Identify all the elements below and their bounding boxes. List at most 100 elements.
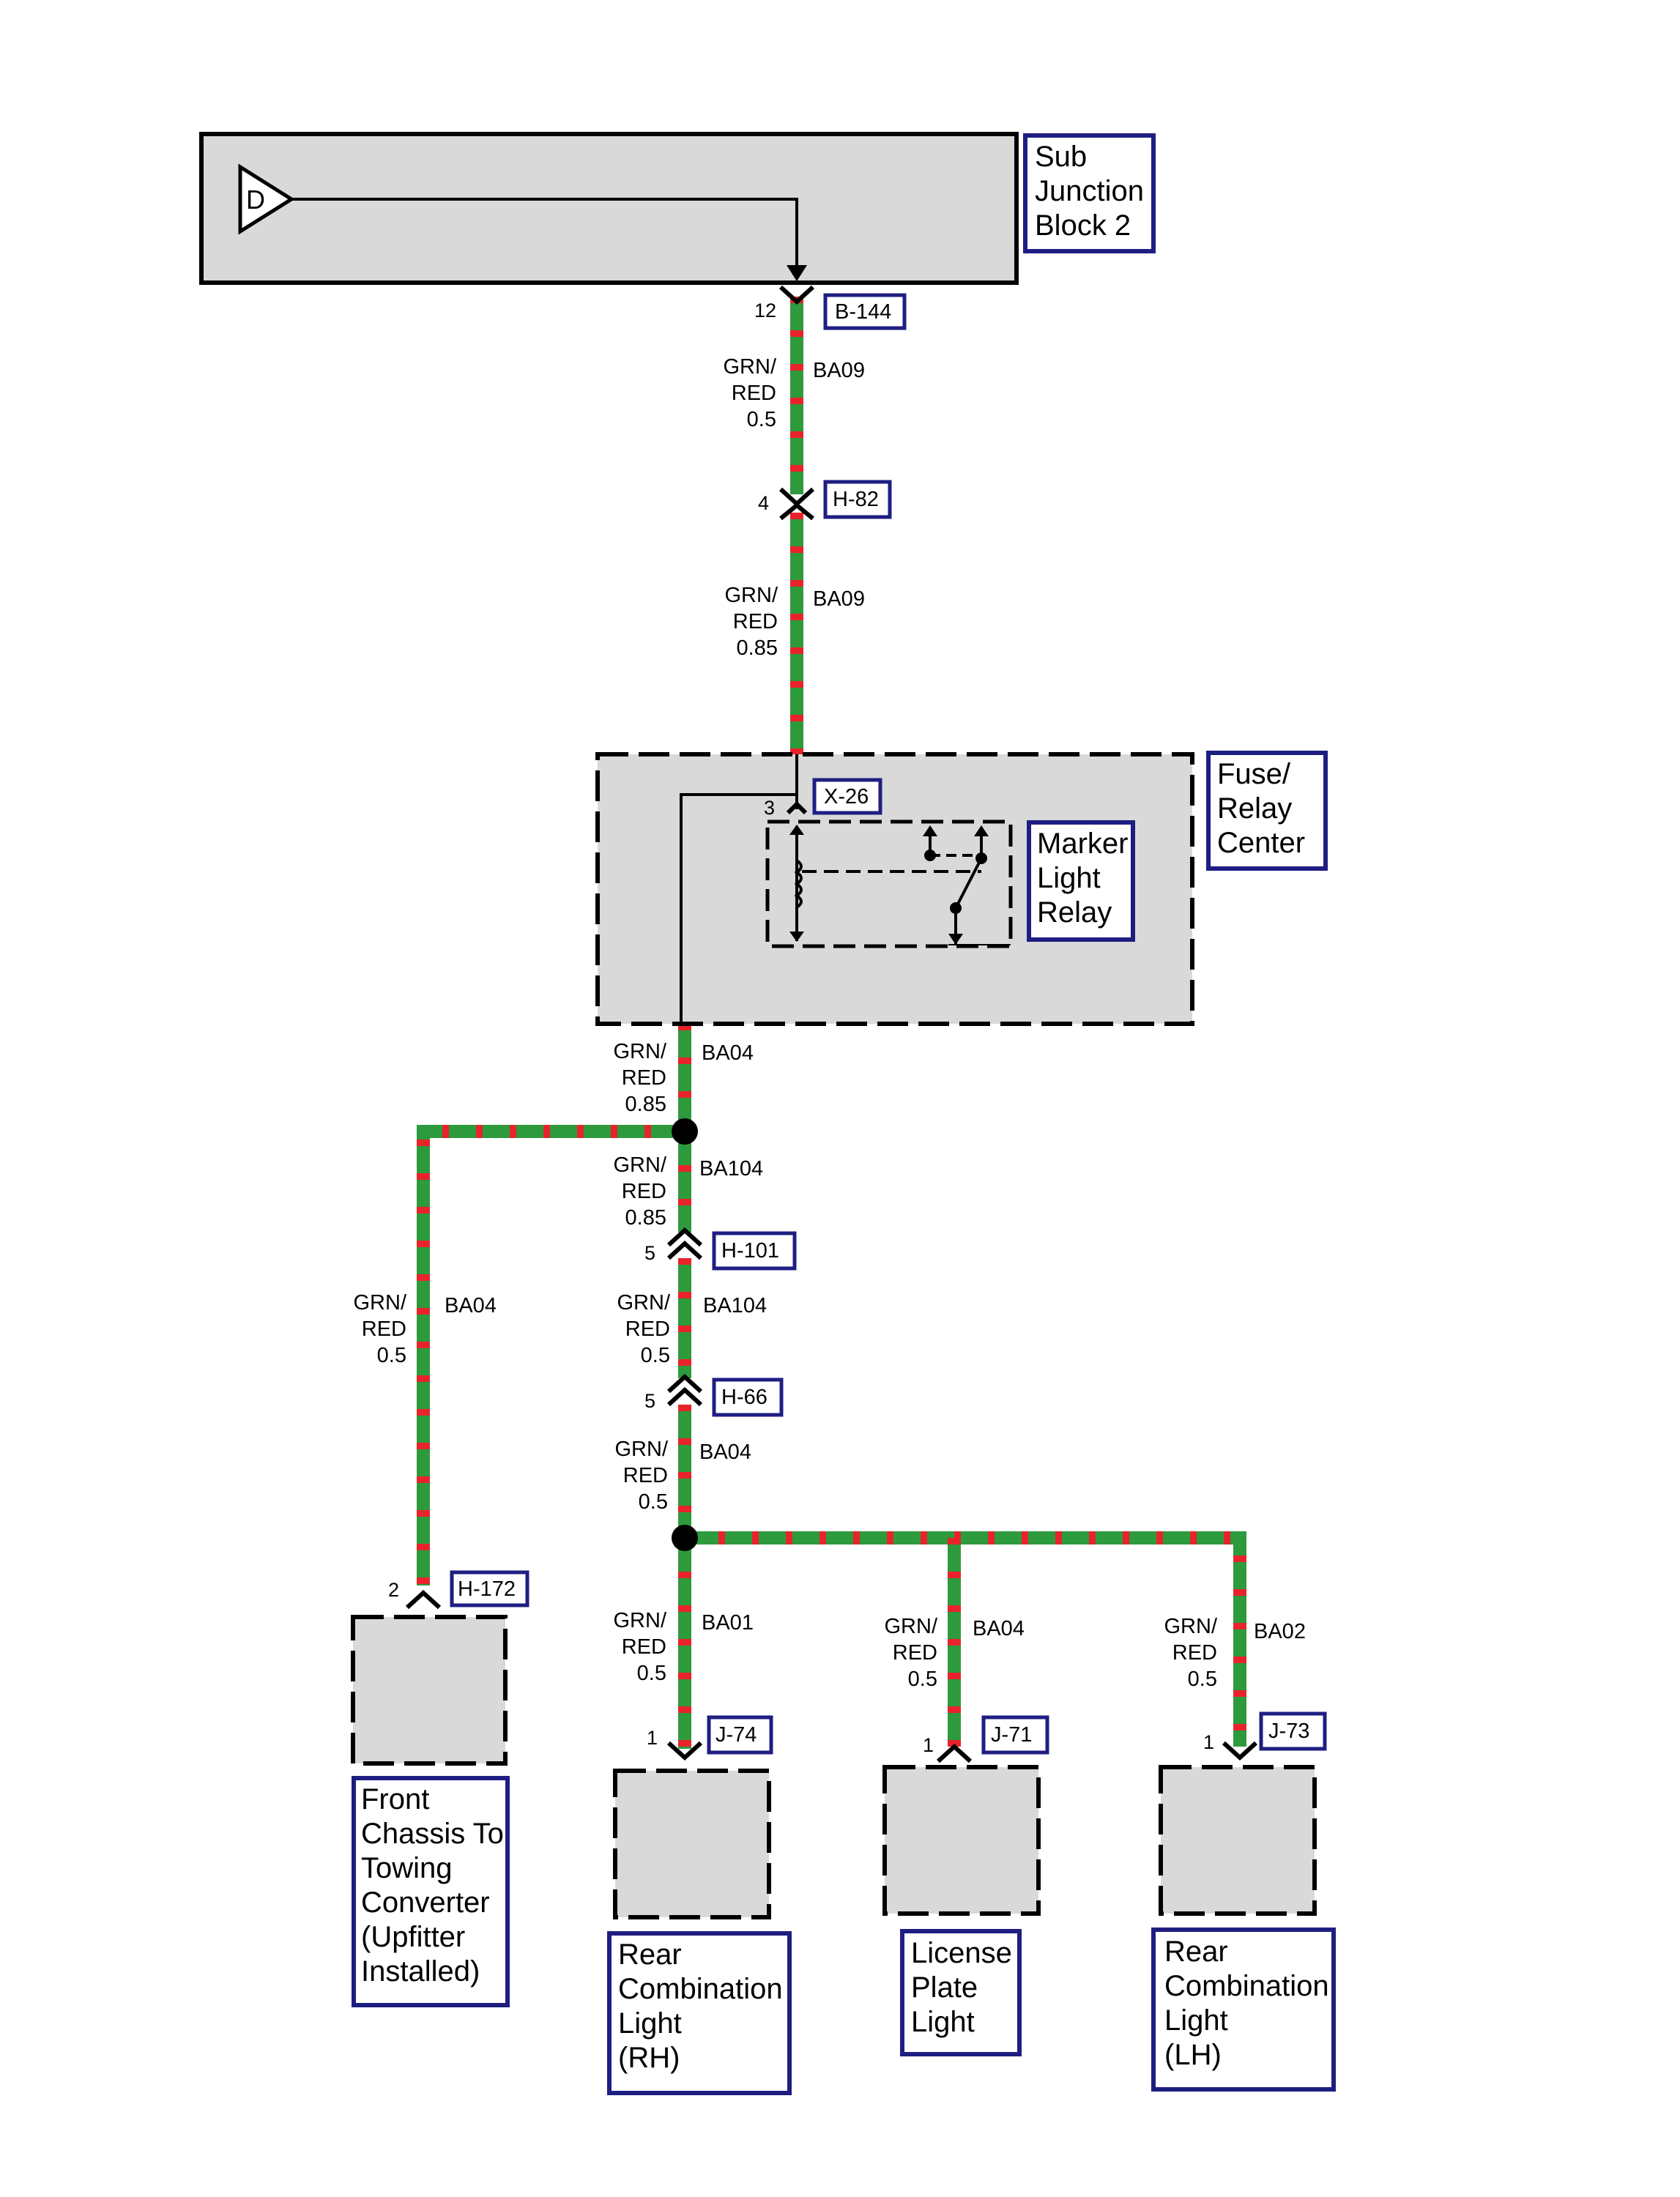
svg-text:J-71: J-71	[991, 1723, 1032, 1747]
svg-text:J-73: J-73	[1268, 1720, 1309, 1743]
svg-text:0.5: 0.5	[747, 408, 776, 431]
svg-text:12: 12	[754, 300, 776, 321]
h101-terminal-top	[666, 1227, 703, 1247]
svg-text:Light: Light	[911, 2006, 975, 2038]
connector-b144: 12 B-144	[754, 293, 907, 330]
svg-text:RED: RED	[893, 1641, 937, 1665]
svg-text:0.85: 0.85	[737, 636, 778, 660]
connector-h66: 5 H-66	[644, 1378, 784, 1417]
svg-text:Center: Center	[1217, 827, 1305, 859]
svg-text:BA104: BA104	[699, 1157, 763, 1181]
svg-text:RED: RED	[625, 1317, 670, 1341]
svg-text:Rear: Rear	[1164, 1936, 1228, 1968]
connector-h172: 2 H-172	[388, 1570, 529, 1607]
h66-terminal-bottom	[666, 1386, 703, 1407]
svg-text:Combination: Combination	[618, 1973, 783, 2005]
h101-terminal-bottom	[666, 1240, 703, 1260]
svg-text:Combination: Combination	[1164, 1970, 1329, 2002]
rear-combination-light-rh-label: Rear Combination Light (RH)	[607, 1931, 792, 2095]
license-plate-light-box	[882, 1765, 1041, 1916]
svg-text:Light: Light	[1037, 862, 1101, 894]
wire-label-w6: GRN/ RED 0.5 BA04	[354, 1291, 497, 1367]
svg-text:BA01: BA01	[702, 1611, 754, 1635]
license-plate-light-label: License Plate Light	[900, 1929, 1022, 2056]
svg-text:0.5: 0.5	[908, 1668, 937, 1691]
svg-text:2: 2	[388, 1579, 399, 1601]
svg-text:RED: RED	[1172, 1641, 1217, 1665]
wire-label-w10: GRN/ RED 0.5 BA02	[1164, 1615, 1306, 1691]
h82-terminal-bottom	[779, 502, 814, 521]
svg-text:GRN/: GRN/	[617, 1291, 671, 1315]
svg-text:1: 1	[1203, 1731, 1214, 1753]
svg-text:Sub: Sub	[1035, 141, 1087, 173]
svg-text:Light: Light	[1164, 2004, 1228, 2037]
svg-text:Installed): Installed)	[361, 1955, 480, 1988]
wire-label-w3: GRN/ RED 0.85 BA04	[614, 1040, 754, 1116]
rear-combination-light-lh-box	[1159, 1765, 1317, 1916]
svg-text:Front: Front	[361, 1783, 429, 1815]
svg-text:Plate: Plate	[911, 1971, 978, 2004]
h66-terminal-top	[666, 1373, 703, 1394]
svg-text:BA04: BA04	[699, 1440, 751, 1464]
wire-label-w4: GRN/ RED 0.85 BA104	[614, 1153, 764, 1230]
source-d-label: D	[246, 185, 265, 215]
svg-text:4: 4	[758, 492, 769, 514]
svg-text:BA04: BA04	[702, 1041, 754, 1065]
svg-text:0.5: 0.5	[1188, 1668, 1217, 1691]
svg-text:GRN/: GRN/	[885, 1615, 938, 1638]
svg-text:BA04: BA04	[445, 1294, 497, 1317]
svg-text:GRN/: GRN/	[614, 1609, 667, 1632]
svg-text:5: 5	[644, 1390, 655, 1412]
relay-switch-icon	[954, 858, 983, 909]
connector-j74: 1 J-74	[647, 1715, 773, 1755]
wire-segments	[417, 297, 1246, 1749]
fuse-relay-center-label: Fuse/ Relay Center	[1206, 751, 1328, 871]
h172-terminal	[405, 1589, 442, 1610]
b144-terminal	[778, 285, 815, 305]
j73-terminal	[1222, 1741, 1258, 1761]
svg-text:Fuse/: Fuse/	[1217, 758, 1291, 790]
svg-text:RED: RED	[362, 1317, 406, 1341]
svg-text:BA02: BA02	[1254, 1620, 1306, 1643]
internal-trace	[291, 198, 798, 277]
splice-1	[672, 1118, 698, 1145]
source-d-symbol	[238, 163, 295, 235]
svg-text:GRN/: GRN/	[614, 1040, 667, 1063]
svg-text:3: 3	[764, 797, 775, 819]
svg-text:BA04: BA04	[973, 1617, 1025, 1640]
connector-h82: 4 H-82	[758, 480, 892, 519]
marker-light-relay-label: Marker Light Relay	[1027, 820, 1135, 942]
svg-text:GRN/: GRN/	[354, 1291, 407, 1315]
svg-text:0.5: 0.5	[377, 1344, 406, 1367]
svg-text:RED: RED	[733, 610, 778, 633]
svg-text:1: 1	[923, 1734, 934, 1756]
connector-x26: 3 X-26	[764, 778, 882, 819]
sub-junction-block-label: Sub Junction Block 2	[1023, 133, 1156, 253]
svg-text:J-74: J-74	[716, 1723, 757, 1747]
svg-text:Junction: Junction	[1035, 175, 1144, 207]
wire-label-w9: GRN/ RED 0.5 BA04	[885, 1615, 1025, 1691]
connector-j71: 1 J-71	[923, 1715, 1049, 1756]
svg-text:X-26: X-26	[824, 785, 869, 808]
front-chassis-converter-box	[351, 1615, 508, 1766]
svg-text:0.5: 0.5	[637, 1662, 666, 1685]
svg-text:H-66: H-66	[721, 1386, 767, 1409]
relay-coil-icon	[794, 859, 803, 909]
svg-text:GRN/: GRN/	[725, 584, 778, 607]
svg-text:(RH): (RH)	[618, 2042, 680, 2074]
wire-label-w2: GRN/ RED 0.85 BA09	[725, 584, 865, 660]
connector-h101: 5 H-101	[644, 1231, 797, 1271]
splice-2	[672, 1525, 698, 1551]
svg-text:RED: RED	[623, 1464, 668, 1487]
svg-text:BA104: BA104	[703, 1294, 767, 1317]
svg-text:0.5: 0.5	[641, 1344, 670, 1367]
arrow-down-icon	[787, 265, 807, 281]
sub-junction-block-2: D	[199, 132, 1019, 285]
j71-terminal	[936, 1743, 973, 1763]
svg-text:GRN/: GRN/	[1164, 1615, 1218, 1638]
svg-text:GRN/: GRN/	[615, 1438, 669, 1461]
svg-text:RED: RED	[622, 1180, 666, 1203]
svg-text:RED: RED	[622, 1066, 666, 1090]
svg-text:H-101: H-101	[721, 1239, 779, 1263]
svg-text:5: 5	[644, 1242, 655, 1264]
